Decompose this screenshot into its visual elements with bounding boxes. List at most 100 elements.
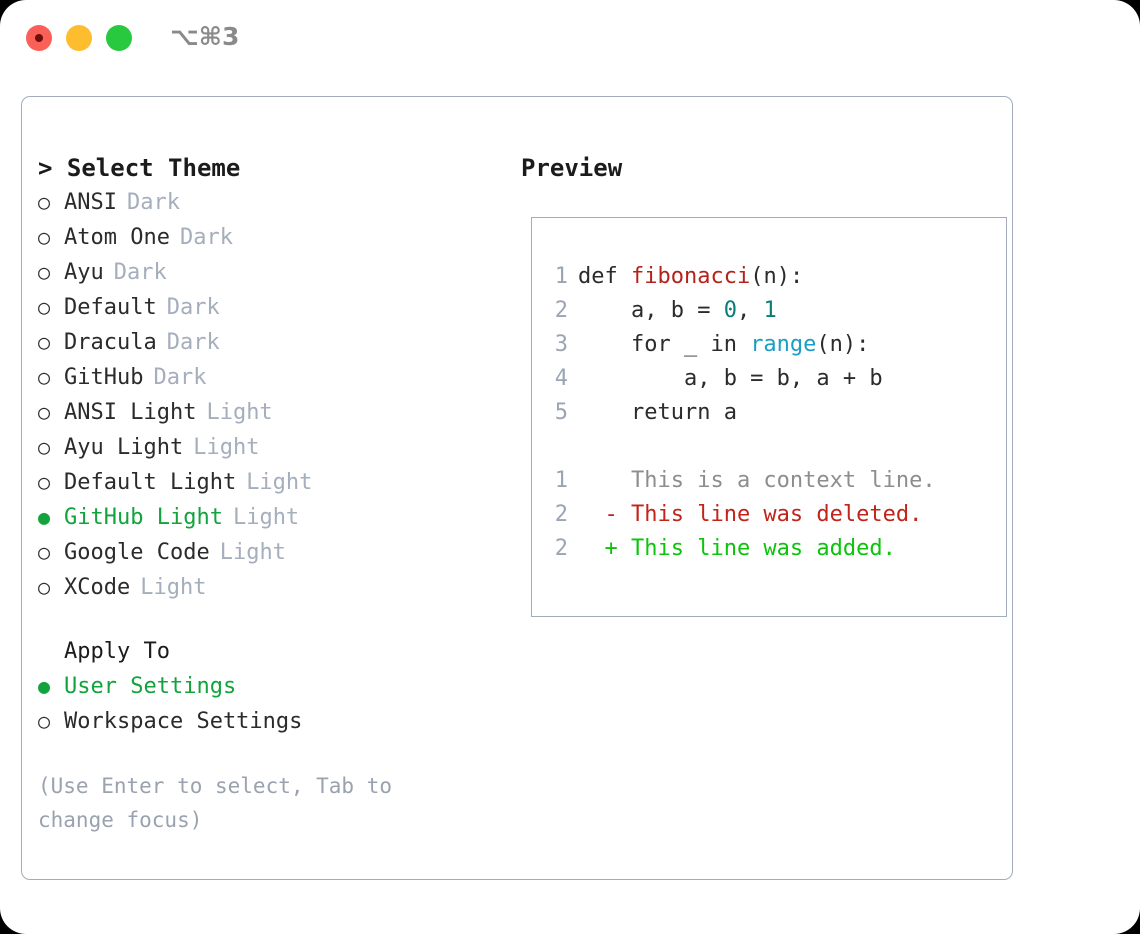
minimize-window-icon[interactable]	[66, 25, 92, 51]
code-token-plain: a, b =	[578, 298, 724, 323]
apply-to-option-list[interactable]: ● User Settings ○Workspace Settings	[38, 669, 502, 739]
code-token-plain: def	[578, 264, 631, 289]
code-token-function: fibonacci	[630, 264, 751, 289]
theme-option-label: Ayu	[64, 260, 104, 285]
apply-to-option-user-settings[interactable]: ● User Settings	[38, 669, 502, 704]
radio-selected-icon: ●	[38, 505, 51, 529]
code-line-content: return a	[578, 396, 737, 430]
radio-unselected-icon: ○	[38, 400, 51, 424]
theme-option-label: Default Light	[64, 470, 237, 495]
code-line-number: 3	[554, 332, 568, 357]
code-token-call: range	[750, 332, 817, 357]
theme-option-default[interactable]: ○ Default Dark	[38, 290, 502, 325]
code-line-content: def fibonacci(n):	[578, 260, 803, 294]
title-bar: ⌥⌘3	[0, 0, 1140, 78]
code-line: 2 a, b = 0, 1	[532, 294, 1006, 328]
theme-option-github[interactable]: ○ GitHub Dark	[38, 360, 502, 395]
theme-option-ansi-light[interactable]: ○ ANSI Light Light	[38, 395, 502, 430]
theme-option-label: Default	[64, 295, 157, 320]
diff-line-content: This line was added.	[630, 536, 896, 561]
diff-line-context: 1 This is a context line.	[532, 464, 1006, 498]
apply-to-heading: Apply To	[64, 639, 170, 664]
apply-to-option-workspace-settings[interactable]: ○Workspace Settings	[38, 704, 502, 739]
traffic-light-buttons	[26, 25, 132, 51]
apply-to-option-label: User Settings	[64, 674, 237, 699]
theme-option-label: Atom One	[64, 225, 170, 250]
keyboard-hint-text: (Use Enter to select, Tab to change focu…	[38, 774, 393, 832]
diff-sign: +	[578, 536, 631, 561]
code-token-plain: (n):	[816, 332, 870, 357]
radio-unselected-icon: ○	[38, 190, 51, 214]
theme-option-xcode[interactable]: ○ XCode Light	[38, 570, 502, 605]
code-line: 4 a, b = b, a + b	[532, 362, 1006, 396]
theme-option-ayu[interactable]: ○ Ayu Dark	[38, 255, 502, 290]
theme-option-default-light[interactable]: ○ Default Light Light	[38, 465, 502, 500]
radio-unselected-icon: ○	[38, 260, 51, 284]
radio-unselected-icon: ○	[38, 225, 51, 249]
theme-appearance-badge: Light	[140, 575, 207, 600]
code-line: 5 return a	[532, 396, 1006, 430]
keyboard-shortcut-label: ⌥⌘3	[170, 22, 240, 51]
radio-unselected-icon: ○	[38, 365, 51, 389]
theme-appearance-badge: Light	[206, 400, 273, 425]
code-token-plain: a, b = b, a + b	[578, 366, 883, 391]
theme-option-ayu-light[interactable]: ○ Ayu Light Light	[38, 430, 502, 465]
code-token-plain: ,	[736, 298, 764, 323]
radio-unselected-icon: ○	[38, 709, 51, 733]
theme-option-ansi[interactable]: ○ ANSI Dark	[38, 185, 502, 220]
diff-line-number: 2	[554, 502, 568, 527]
code-token-plain: for _ in	[578, 332, 751, 357]
theme-appearance-badge: Dark	[166, 330, 220, 355]
maximize-window-icon[interactable]	[106, 25, 132, 51]
diff-sample: 1 This is a context line.2 - This line w…	[532, 464, 1006, 566]
theme-option-label: XCode	[64, 575, 131, 600]
radio-unselected-icon: ○	[38, 575, 51, 599]
diff-sign: -	[578, 502, 631, 527]
preview-heading: Preview	[521, 154, 623, 182]
theme-option-atom-one[interactable]: ○ Atom One Dark	[38, 220, 502, 255]
code-token-plain: return a	[578, 400, 737, 425]
theme-appearance-badge: Light	[219, 540, 286, 565]
diff-line-content: This line was deleted.	[630, 502, 923, 527]
diff-line-added: 2 + This line was added.	[532, 532, 1006, 566]
theme-option-label: ANSI	[64, 190, 117, 215]
theme-option-label: Ayu Light	[64, 435, 184, 460]
code-line-content: a, b = b, a + b	[578, 362, 883, 396]
code-line-number: 2	[554, 298, 568, 323]
theme-appearance-badge: Dark	[179, 225, 233, 250]
diff-line-deleted: 2 - This line was deleted.	[532, 498, 1006, 532]
theme-appearance-badge: Dark	[113, 260, 167, 285]
code-token-number: 1	[763, 298, 777, 323]
code-token-number: 0	[723, 298, 737, 323]
theme-appearance-badge: Light	[246, 470, 313, 495]
close-window-icon[interactable]	[26, 25, 52, 51]
theme-option-label: ANSI Light	[64, 400, 197, 425]
code-line-content: for _ in range(n):	[578, 328, 869, 362]
theme-option-label: GitHub Light	[64, 505, 223, 530]
code-line-number: 4	[554, 366, 568, 391]
code-line-number: 5	[554, 400, 568, 425]
theme-option-label: GitHub	[64, 365, 144, 390]
diff-line-number: 1	[554, 468, 568, 493]
diff-line-content: This is a context line.	[630, 468, 936, 493]
select-theme-heading: > Select Theme	[38, 154, 241, 182]
theme-appearance-badge: Dark	[126, 190, 180, 215]
radio-unselected-icon: ○	[38, 295, 51, 319]
theme-option-label: Dracula	[64, 330, 157, 355]
theme-appearance-badge: Dark	[153, 365, 207, 390]
radio-unselected-icon: ○	[38, 435, 51, 459]
theme-appearance-badge: Light	[193, 435, 260, 460]
theme-appearance-badge: Dark	[166, 295, 220, 320]
radio-unselected-icon: ○	[38, 470, 51, 494]
radio-unselected-icon: ○	[38, 540, 51, 564]
radio-selected-icon: ●	[38, 674, 51, 698]
